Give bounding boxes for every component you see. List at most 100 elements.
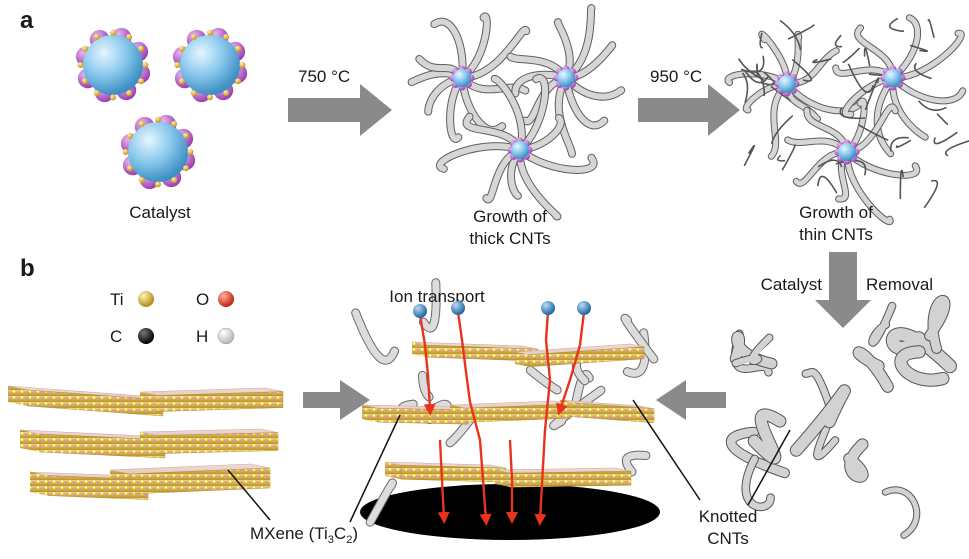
mxene-slab-front: [465, 403, 572, 423]
mxene-slab-side: [140, 432, 158, 454]
mxene-slab-side: [385, 462, 401, 480]
electrode-base: [360, 484, 660, 540]
legend-ti-label: Ti: [110, 290, 124, 309]
catalyst-particle: [120, 114, 196, 190]
cnt-tube: [790, 385, 850, 456]
mxene-slab-side: [30, 472, 48, 496]
knotted-cnt-network: [725, 295, 957, 539]
mxene-slab: [449, 400, 572, 423]
mxene-slab-front: [157, 432, 279, 454]
thin-cnt: [770, 114, 794, 145]
legend-ti-swatch: [138, 291, 154, 307]
mxene-slab-front: [510, 470, 632, 488]
mxene-slab-front: [157, 391, 284, 412]
thin-cnt: [744, 70, 770, 84]
catalyst-dot: [81, 45, 88, 52]
thin-cnt: [776, 154, 786, 162]
catalyst-dot: [81, 78, 88, 85]
mxene-slab: [411, 341, 539, 362]
catalyst-dot: [174, 62, 181, 68]
panel-b-label: b: [20, 255, 35, 282]
panel-a-label: a: [20, 7, 34, 34]
thin-cnt: [889, 136, 909, 152]
ion-path-arrow: [437, 439, 450, 524]
mxene-slab: [559, 399, 655, 424]
thin-cnt: [817, 175, 838, 194]
mxene-label-mid: C: [334, 524, 346, 543]
thin-cnt: [759, 32, 763, 49]
cnt-tube: [437, 143, 523, 172]
cnt-tube: [726, 427, 789, 478]
mxene-slab-side: [8, 386, 28, 406]
ion-path-arrow: [556, 311, 586, 416]
thin-cnt: [858, 124, 889, 141]
catalyst-core: [557, 69, 575, 87]
mxene-slab-side: [495, 470, 511, 488]
thin-cnt: [923, 179, 939, 209]
catalyst-dot: [126, 90, 133, 97]
mxene-slab-side: [140, 392, 158, 412]
mxene-slab: [19, 429, 166, 459]
catalyst-dot: [126, 132, 133, 139]
cnt-tube: [869, 302, 896, 346]
arrow-to-composite-left: [303, 380, 370, 420]
ion-sphere: [577, 301, 591, 315]
mxene-slab-front: [377, 407, 469, 425]
thin-cnt: [755, 63, 759, 77]
mxene-slab: [7, 385, 164, 417]
cnt-tube: [844, 439, 868, 482]
thin-cnt: [913, 62, 932, 80]
thin-cnt: [899, 169, 905, 200]
mxene-slab-side: [20, 430, 40, 452]
thin-cnt: [847, 63, 874, 93]
mxene-label-suffix: ): [352, 524, 358, 543]
mxene-slab-front: [573, 402, 655, 424]
catalyst-dot: [235, 45, 242, 52]
cnt-tube: [895, 346, 949, 386]
catalyst-dot: [138, 177, 145, 184]
ion-path-arrow: [456, 311, 492, 526]
catalyst-dot: [178, 45, 185, 52]
arrow-750c: [288, 84, 392, 136]
thin-cnt-label-line2: thin CNTs: [799, 225, 873, 244]
thick-cnt-network: [407, 4, 626, 221]
catalyst-core: [511, 141, 529, 159]
mxene-slab: [494, 467, 632, 488]
legend-o-swatch: [218, 291, 234, 307]
catalyst-dot: [138, 45, 145, 52]
catalyst-dot: [207, 94, 213, 101]
cnt-tube: [925, 296, 950, 353]
cnt-tube: [732, 334, 773, 367]
thin-cnt: [863, 47, 871, 67]
catalyst-core: [128, 122, 188, 182]
ion-sphere: [541, 301, 555, 315]
cnt-tube: [890, 30, 964, 81]
catalyst-dot: [93, 33, 100, 40]
mxene-stack: [7, 385, 284, 500]
catalyst-dot: [138, 120, 145, 127]
thin-cnt: [791, 58, 813, 82]
knotted-label-line1: Knotted: [699, 507, 758, 526]
mxene-slab-side: [362, 405, 378, 423]
cnt-tube: [526, 366, 561, 394]
mxene-stack-callout: [227, 469, 271, 521]
thick-cnt-label-line1: Growth of: [473, 207, 547, 226]
catalyst-core: [778, 75, 796, 93]
catalyst-dot: [223, 33, 230, 40]
catalyst-label: Catalyst: [129, 203, 191, 222]
arrow-950c: [638, 84, 740, 136]
catalyst-dot: [190, 33, 197, 40]
thin-cnt: [835, 159, 867, 176]
thin-cnt: [787, 24, 816, 40]
mxene-slab-front: [39, 433, 166, 459]
thin-cnt-label-line1: Growth of: [799, 203, 873, 222]
mxene-slab-front: [400, 464, 507, 483]
catalyst-core: [884, 69, 902, 87]
ion-paths: [413, 301, 591, 526]
thin-cnt: [770, 85, 792, 102]
catalyst-dot: [126, 33, 133, 40]
cnt-tube: [742, 455, 774, 511]
thin-cnt: [944, 140, 969, 157]
catalyst-dot: [122, 149, 129, 155]
